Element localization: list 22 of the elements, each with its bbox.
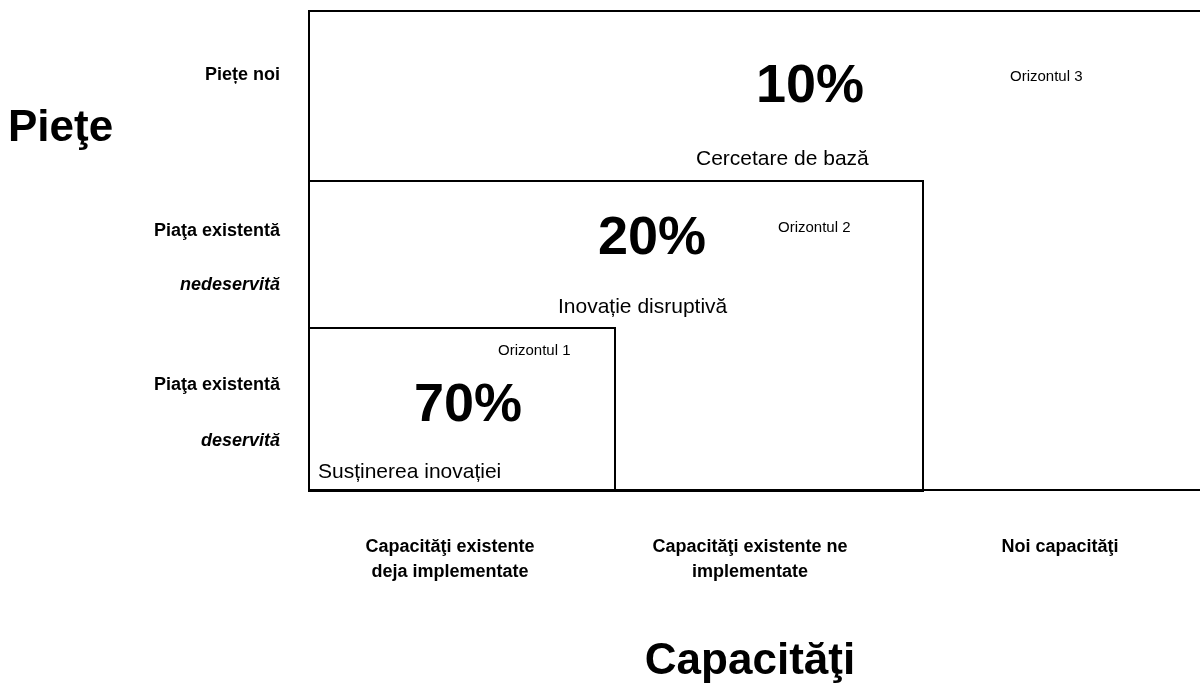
column-label: Noi capacităţi — [1000, 535, 1120, 558]
row-label: deservită — [199, 429, 280, 452]
row-label: Piețe noi — [204, 63, 280, 86]
horizon-label: Orizontul 3 — [1010, 67, 1083, 84]
percentage: 70% — [414, 371, 523, 433]
horizon-label: Orizontul 2 — [778, 218, 851, 235]
column-label: Capacităţi existente ne implementate — [651, 535, 849, 584]
horizon-box — [308, 327, 616, 492]
horizon-box — [308, 10, 1200, 491]
percentage: 20% — [598, 204, 707, 266]
axis-title: Pieţe — [8, 100, 115, 152]
column-label: Capacităţi existente deja implementate — [364, 535, 536, 584]
axis-title: Capacităţi — [643, 633, 857, 685]
row-label: Piaţa existentă — [152, 219, 280, 242]
percentage: 10% — [756, 52, 865, 114]
row-label: Piaţa existentă — [152, 373, 280, 396]
row-label: nedeservită — [178, 273, 280, 296]
horizon-box — [308, 180, 924, 492]
horizon-label: Orizontul 1 — [498, 341, 571, 358]
category-label: Susținerea inovației — [318, 459, 502, 483]
category-label: Cercetare de bază — [696, 146, 869, 170]
category-label: Inovație disruptivă — [558, 294, 728, 318]
